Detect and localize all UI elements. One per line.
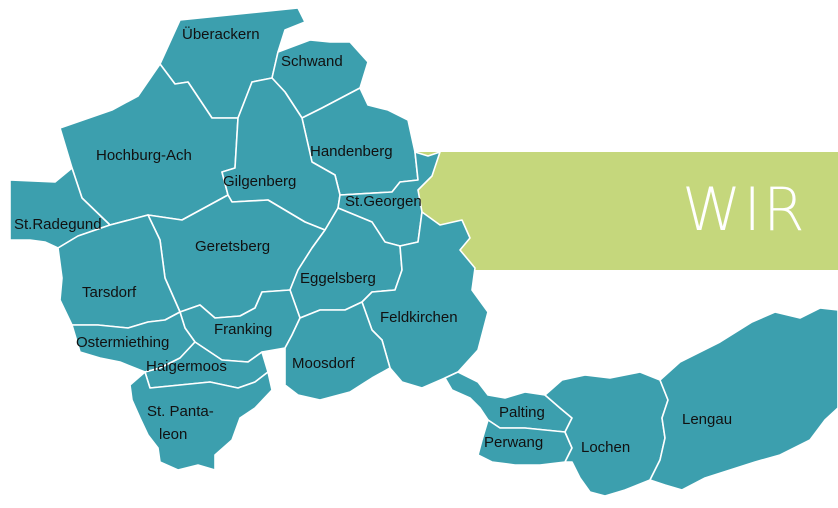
banner: WIR	[412, 152, 838, 270]
banner-text: WIR	[682, 175, 807, 245]
region-lochen[interactable]	[544, 371, 669, 497]
region-lengau[interactable]	[649, 307, 838, 491]
region-moosdorf[interactable]	[284, 301, 391, 401]
region-st-pantaleon[interactable]	[129, 371, 273, 471]
